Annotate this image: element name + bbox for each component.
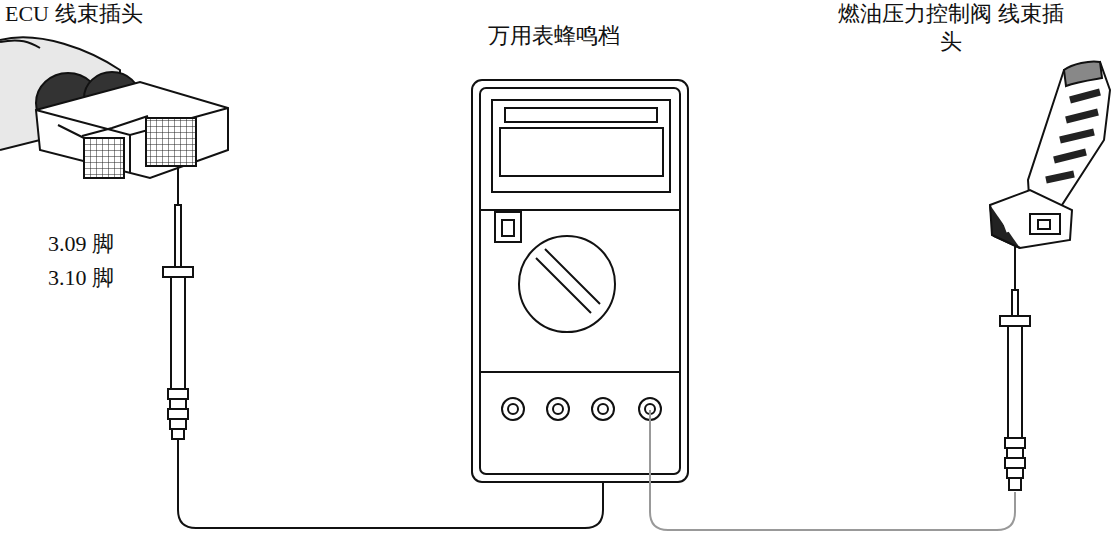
meter-mode-label: 万用表蜂鸣档 (488, 22, 620, 50)
grey-lead (650, 410, 1015, 530)
pin-label: 3.09 脚 (48, 230, 114, 258)
valve-connector (990, 61, 1110, 248)
pin-label: 3.10 脚 (48, 264, 114, 292)
left-probe (163, 165, 193, 439)
connector-label: 燃油压力控制阀 线束插头 (835, 0, 1067, 55)
meter-mode-label: 万用表蜂鸣档 (488, 23, 620, 48)
connector-label: ECU 线束插头 (5, 1, 143, 26)
pin-label: 3.10 脚 (48, 265, 114, 290)
ecu-connector (0, 37, 228, 178)
connector-label: 燃油压力控制阀 线束插头 (838, 1, 1064, 54)
connector-label: ECU 线束插头 (5, 0, 143, 28)
right-probe (1000, 238, 1030, 490)
multimeter (472, 80, 688, 482)
pin-label: 3.09 脚 (48, 231, 114, 256)
